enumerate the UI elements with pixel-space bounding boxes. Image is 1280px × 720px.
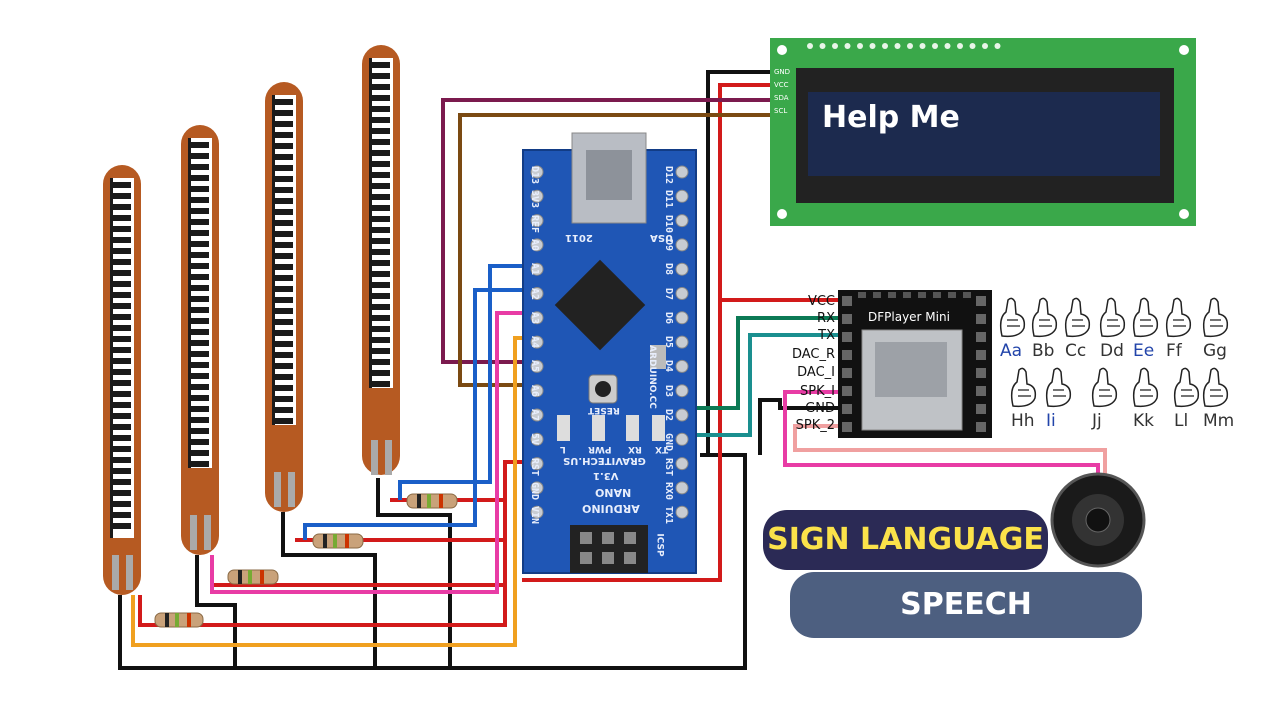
- lcd-pin-scl: SCL: [774, 107, 788, 115]
- dfp-pin-rx: RX: [817, 311, 835, 326]
- nano-left-pin-gnd: GND: [529, 481, 540, 500]
- nano-label-usa: USA: [650, 232, 674, 243]
- asl-hand-icons: [999, 297, 1229, 408]
- nano-left-pin-5v: 5V: [529, 433, 540, 446]
- nano-right-pin-d11: D11: [663, 190, 674, 209]
- nano-left-pin-a2: A2: [529, 287, 540, 300]
- nano-label-year: 2011: [565, 232, 593, 243]
- nano-right-pin-d3: D3: [663, 384, 674, 397]
- wire-sda: [441, 98, 775, 364]
- nano-left-pin-3v3: 3V3: [529, 190, 540, 209]
- nano-label-gravitech: GRAVITECH.US: [563, 455, 646, 466]
- wire-tx: [690, 333, 840, 437]
- nano-left-pin-a1: A1: [529, 263, 540, 276]
- asl-letter-cc: Cc: [1065, 341, 1087, 361]
- flex-sensor-2: [181, 125, 219, 555]
- asl-letter-ll: Ll: [1174, 411, 1189, 431]
- dfp-pin-gnd: GND: [805, 401, 835, 416]
- nano-right-pin-d7: D7: [663, 287, 674, 300]
- nano-right-pin-d6: D6: [663, 311, 674, 324]
- wire-lcd-vcc: [718, 83, 840, 302]
- nano-left-pin-ref: REF: [529, 214, 540, 233]
- dfp-pin-vcc: VCC: [807, 294, 835, 309]
- nano-left-pin-a0: A0: [529, 238, 540, 251]
- resistor-3: [312, 533, 364, 549]
- asl-letter-mm: Mm: [1203, 411, 1235, 431]
- dfplayer-module: [838, 290, 992, 438]
- badge-sign-language: SIGN LANGUAGE: [763, 510, 1048, 570]
- wire-ground-bus: [118, 453, 747, 670]
- lcd-pin-vcc: VCC: [774, 81, 789, 89]
- speaker: [1050, 472, 1146, 568]
- nano-label-l: L: [560, 444, 566, 454]
- flex-sensor-3: [265, 82, 303, 512]
- asl-letter-aa: Aa: [1000, 341, 1023, 361]
- asl-letter-ii: Ii: [1046, 411, 1056, 431]
- nano-left-pin-a7: A7: [529, 409, 540, 422]
- nano-label-tx: TX: [655, 444, 669, 454]
- asl-letter-hh: Hh: [1011, 411, 1035, 431]
- nano-label-icsp: ICSP: [654, 533, 665, 557]
- nano-right-pin-rst: RST: [663, 457, 674, 476]
- asl-letter-kk: Kk: [1133, 411, 1154, 431]
- wire-a2: [210, 311, 530, 594]
- asl-letter-ff: Ff: [1166, 341, 1182, 361]
- resistor-1: [154, 612, 204, 628]
- nano-label-rx: RX: [628, 444, 642, 454]
- dfp-pin-spk2: SPK_2: [795, 418, 835, 433]
- nano-label-pwr: PWR: [588, 444, 612, 454]
- wire-lcd-gnd: [706, 70, 775, 455]
- nano-right-pin-d10: D10: [663, 214, 674, 233]
- nano-left-pin-vin: VIN: [529, 506, 540, 525]
- nano-right-pin-tx1: TX1: [663, 506, 674, 525]
- nano-left-pin-a4: A4: [529, 336, 540, 349]
- nano-left-pin-a6: A6: [529, 384, 540, 397]
- asl-letter-jj: Jj: [1092, 411, 1102, 431]
- nano-label-nano: NANO: [595, 486, 632, 499]
- resistor-4: [406, 493, 458, 509]
- wire-dfp-gnd: [758, 398, 840, 455]
- nano-label-reset: RESET: [588, 405, 620, 415]
- wire-a0: [398, 264, 530, 500]
- wire-a1: [303, 288, 530, 540]
- asl-letter-gg: Gg: [1203, 341, 1227, 361]
- dfp-pin-spk1: SPK_I: [800, 384, 835, 399]
- dfp-pin-dac-i: DAC_I: [797, 365, 835, 380]
- dfp-pin-dac-r: DAC_R: [791, 347, 835, 362]
- nano-left-pin-d13: D13: [529, 166, 540, 185]
- wire-a3: [131, 336, 530, 647]
- asl-letter-dd: Dd: [1100, 341, 1124, 361]
- arduino-nano-board: [522, 132, 697, 574]
- nano-right-pin-rx0: RX0: [663, 481, 674, 500]
- nano-left-pin-a5: A5: [529, 360, 540, 373]
- badge-speech-conversion: SPEECH CONVERSION: [790, 572, 1142, 688]
- nano-right-pin-d8: D8: [663, 263, 674, 276]
- nano-label-arduino: ARDUINO: [582, 502, 640, 515]
- lcd-pin-gnd: GND: [774, 68, 791, 76]
- nano-label-version: V3.1: [593, 470, 619, 481]
- nano-right-pin-d2: D2: [663, 409, 674, 422]
- nano-right-pin-d4: D4: [663, 360, 674, 373]
- wire-spk1: [783, 390, 1100, 478]
- nano-left-pin-a3: A3: [529, 311, 540, 324]
- nano-right-pin-d12: D12: [663, 166, 674, 185]
- flex-sensor-4: [362, 45, 400, 475]
- dfp-pin-tx: TX: [818, 328, 835, 343]
- wire-spk2: [793, 424, 1107, 478]
- lcd-pin-sda: SDA: [774, 94, 789, 102]
- nano-right-pin-d5: D5: [663, 336, 674, 349]
- wire-rx: [690, 316, 840, 410]
- lcd-display-text: Help Me: [822, 100, 960, 135]
- flex-sensor-1: [103, 165, 141, 595]
- asl-letter-ee: Ee: [1133, 341, 1155, 361]
- lcd-module: [770, 38, 1196, 226]
- dfplayer-title: DFPlayer Mini: [868, 310, 950, 324]
- nano-left-pin-rst: RST: [529, 457, 540, 476]
- nano-label-arduinocc: ARDUINO.CC: [646, 345, 657, 409]
- asl-letter-bb: Bb: [1032, 341, 1055, 361]
- resistor-2: [227, 569, 279, 585]
